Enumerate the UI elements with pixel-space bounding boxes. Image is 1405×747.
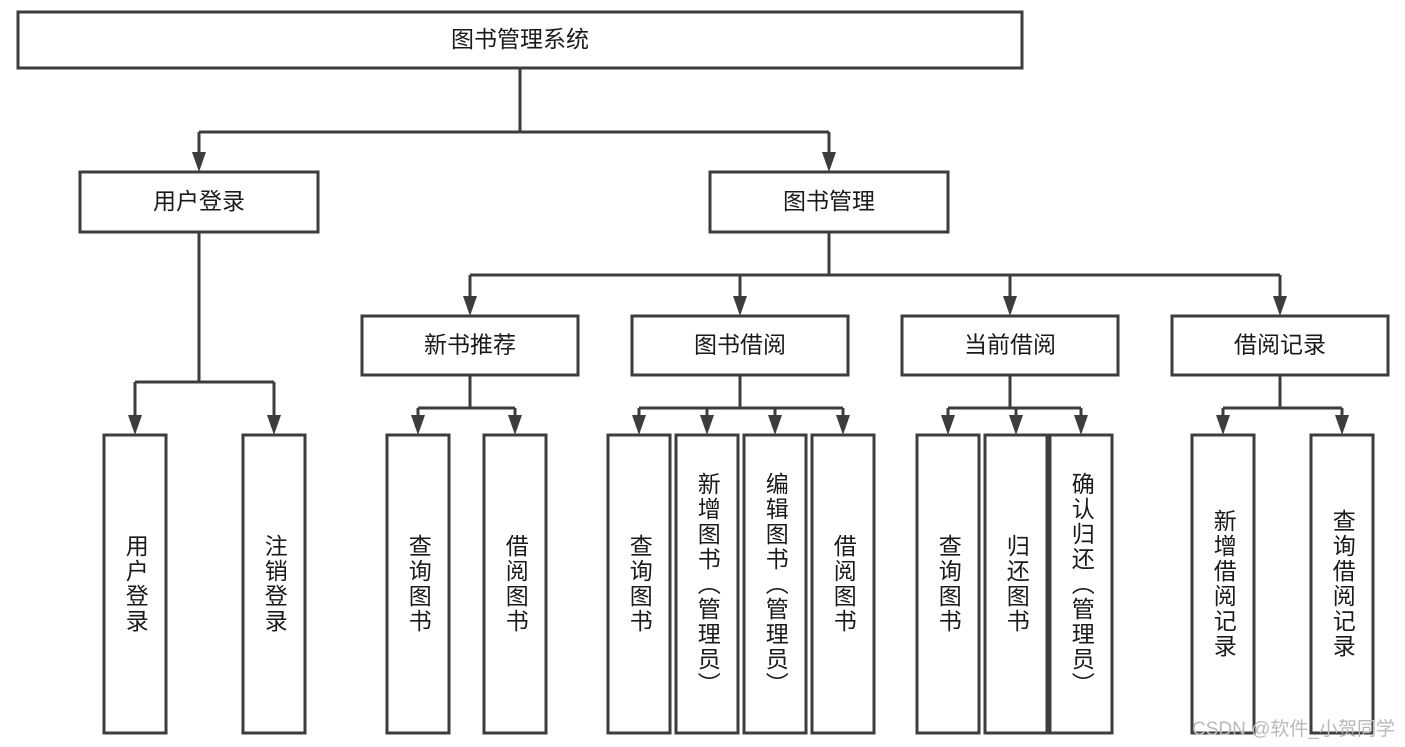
node-box-borrow-record[interactable] xyxy=(1170,314,1390,377)
arrow-leaf-query-book-current xyxy=(941,415,955,435)
arrow-leaf-add-book-admin xyxy=(700,415,714,435)
node-label-new-book-recommend: 新书推荐 xyxy=(424,332,516,358)
node-box-new-book-recommend[interactable] xyxy=(360,314,580,377)
arrow-leaf-add-borrow-record xyxy=(1216,415,1230,435)
node-label-user-login: 用户登录 xyxy=(153,188,245,214)
arrow-leaf-user-logout xyxy=(267,415,281,435)
watermark: CSDN @软件_小贺同学 xyxy=(1192,719,1395,740)
node-box-leaf-add-borrow-record[interactable] xyxy=(1190,433,1256,735)
node-box-leaf-borrow-book-recommend[interactable] xyxy=(482,433,548,735)
arrow-new-book-recommend xyxy=(463,296,477,316)
node-box-leaf-query-book-current[interactable] xyxy=(915,433,981,735)
node-box-user-login[interactable] xyxy=(78,170,320,234)
node-label-book-management: 图书管理 xyxy=(783,188,875,214)
node-label-current-borrow: 当前借阅 xyxy=(964,332,1056,358)
arrow-leaf-edit-book-admin xyxy=(768,415,782,435)
arrow-leaf-query-book-recommend xyxy=(411,415,425,435)
arrow-leaf-borrow-book xyxy=(836,415,850,435)
arrow-book-management xyxy=(822,152,836,172)
node-box-leaf-query-book-borrow[interactable] xyxy=(606,433,672,735)
node-label-book-borrow: 图书借阅 xyxy=(694,332,786,358)
node-box-book-borrow[interactable] xyxy=(630,314,850,377)
arrow-leaf-user-login xyxy=(128,415,142,435)
node-box-current-borrow[interactable] xyxy=(900,314,1120,377)
node-label-borrow-record: 借阅记录 xyxy=(1234,332,1326,358)
node-box-leaf-query-borrow-record[interactable] xyxy=(1309,433,1375,735)
connector-layer xyxy=(128,68,1349,435)
arrow-leaf-query-borrow-record xyxy=(1335,415,1349,435)
node-box-leaf-user-logout[interactable] xyxy=(241,433,307,735)
arrow-user-login xyxy=(192,152,206,172)
arrow-borrow-record xyxy=(1273,296,1287,316)
node-box-leaf-confirm-return-admin[interactable] xyxy=(1048,433,1114,735)
node-box-leaf-add-book-admin[interactable] xyxy=(674,433,740,735)
arrow-leaf-borrow-book-recommend xyxy=(508,415,522,435)
arrow-leaf-query-book-borrow xyxy=(632,415,646,435)
arrow-current-borrow xyxy=(1003,296,1017,316)
node-box-root[interactable] xyxy=(16,10,1024,70)
node-label-root: 图书管理系统 xyxy=(451,26,589,52)
arrow-leaf-return-book xyxy=(1009,415,1023,435)
node-box-leaf-query-book-recommend[interactable] xyxy=(385,433,451,735)
node-box-leaf-user-login[interactable] xyxy=(102,433,168,735)
arrow-book-borrow xyxy=(733,296,747,316)
node-box-leaf-borrow-book[interactable] xyxy=(810,433,876,735)
node-box-book-management[interactable] xyxy=(708,170,950,234)
node-box-leaf-return-book[interactable] xyxy=(983,433,1049,735)
arrow-leaf-confirm-return-admin xyxy=(1074,415,1088,435)
node-box-layer xyxy=(16,10,1390,735)
node-box-leaf-edit-book-admin[interactable] xyxy=(742,433,808,735)
